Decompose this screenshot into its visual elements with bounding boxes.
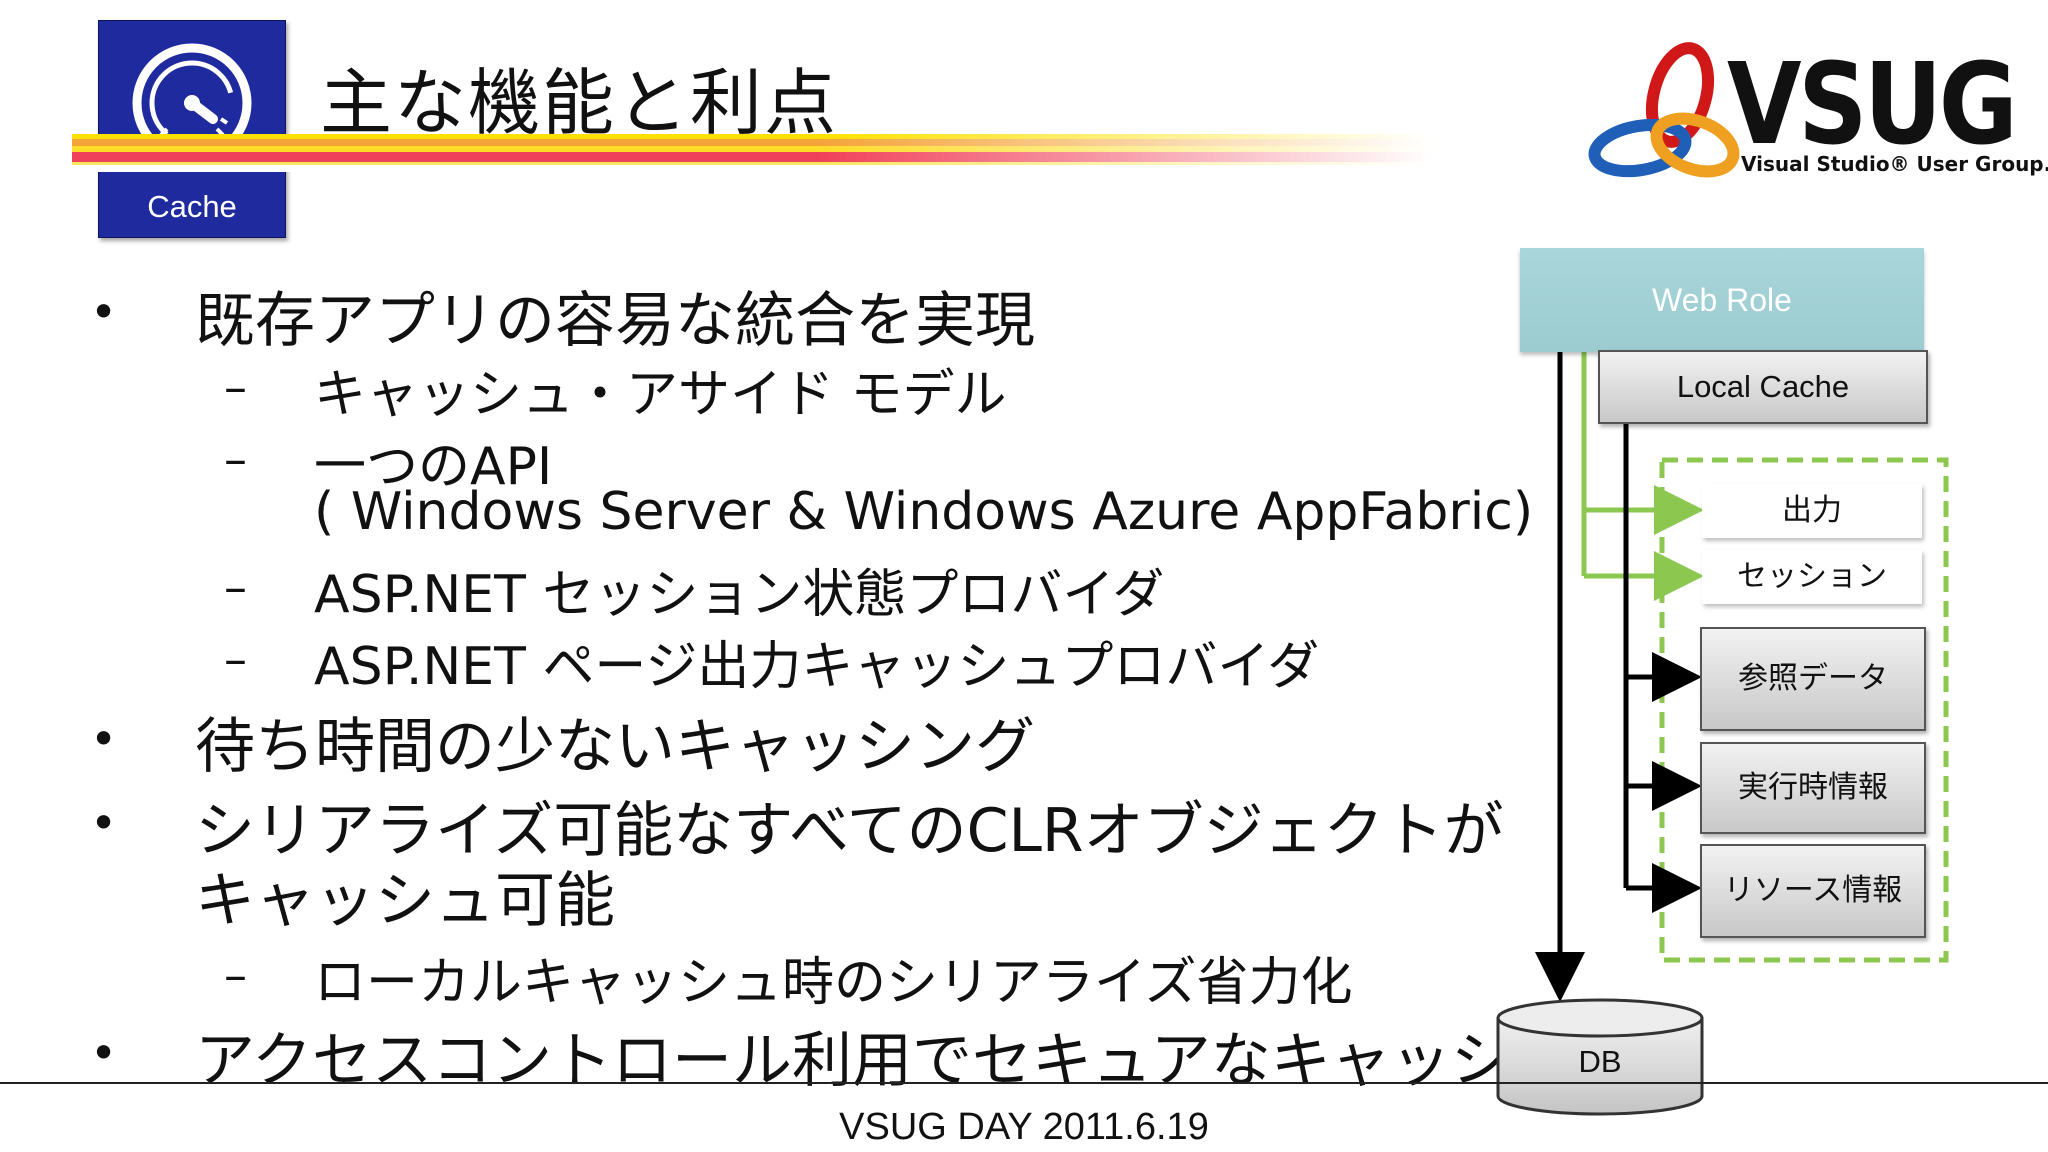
- reference-data-box: 参照データ: [1700, 627, 1926, 731]
- bullet-text: シリアライズ可能なすべてのCLRオブジェクトが: [195, 796, 1504, 866]
- db-label: DB: [1578, 1044, 1622, 1079]
- bullet-dot: •: [90, 796, 118, 850]
- runtime-info-box: 実行時情報: [1700, 742, 1926, 834]
- bullet-text: 既存アプリの容易な統合を実現: [195, 286, 1035, 356]
- sub-bullet-dash: –: [224, 360, 247, 414]
- database-cylinder-icon: [1496, 998, 1704, 1116]
- footer-text: VSUG DAY 2011.6.19: [839, 1106, 1209, 1148]
- sub-bullet-dash: –: [224, 432, 247, 486]
- sub-bullet-text: 一つのAPI: [314, 437, 553, 497]
- bullet-dot: •: [90, 1026, 118, 1080]
- sub-bullet-text: ASP.NET ページ出力キャッシュプロバイダ: [314, 637, 1320, 697]
- title-underline-band: [72, 134, 1432, 172]
- sub-bullet-dash: –: [224, 632, 247, 686]
- session-cache-box: セッション: [1702, 550, 1922, 604]
- resource-info-box: リソース情報: [1700, 844, 1926, 938]
- sub-bullet-text: ローカルキャッシュ時のシリアライズ省力化: [314, 953, 1353, 1013]
- bullet-text: キャッシュ可能: [195, 866, 615, 936]
- vsug-logo-subtitle: Visual Studio® User Group.: [1741, 152, 2048, 176]
- bullet-text: アクセスコントロール利用でセキュアなキャッシュ: [195, 1026, 1571, 1096]
- sub-bullet-text: キャッシュ・アサイド モデル: [314, 365, 1007, 425]
- footer-divider: [0, 1082, 2048, 1084]
- vsug-rings-icon: [1588, 42, 1740, 178]
- bullet-dot: •: [90, 285, 118, 339]
- output-cache-box: 出力: [1702, 484, 1922, 538]
- sub-bullet-dash: –: [224, 560, 247, 614]
- cache-badge: Cache: [98, 20, 286, 238]
- vsug-logo-text: VSUG: [1727, 40, 2018, 170]
- page-title: 主な機能と利点: [320, 61, 839, 145]
- sub-bullet-dash: –: [224, 948, 247, 1002]
- web-role-box: Web Role: [1520, 248, 1924, 352]
- bullet-text: 待ち時間の少ないキャッシング: [195, 712, 1035, 782]
- sub-bullet-text: ( Windows Server & Windows Azure AppFabr…: [314, 482, 1534, 542]
- dashed-cache-group: [1659, 457, 1949, 963]
- badge-label: Cache: [147, 189, 237, 224]
- vsug-logo: VSUG Visual Studio® User Group.: [1585, 40, 2048, 190]
- bullet-dot: •: [90, 712, 118, 766]
- local-cache-box: Local Cache: [1598, 350, 1928, 424]
- sub-bullet-text: ASP.NET セッション状態プロバイダ: [314, 565, 1165, 625]
